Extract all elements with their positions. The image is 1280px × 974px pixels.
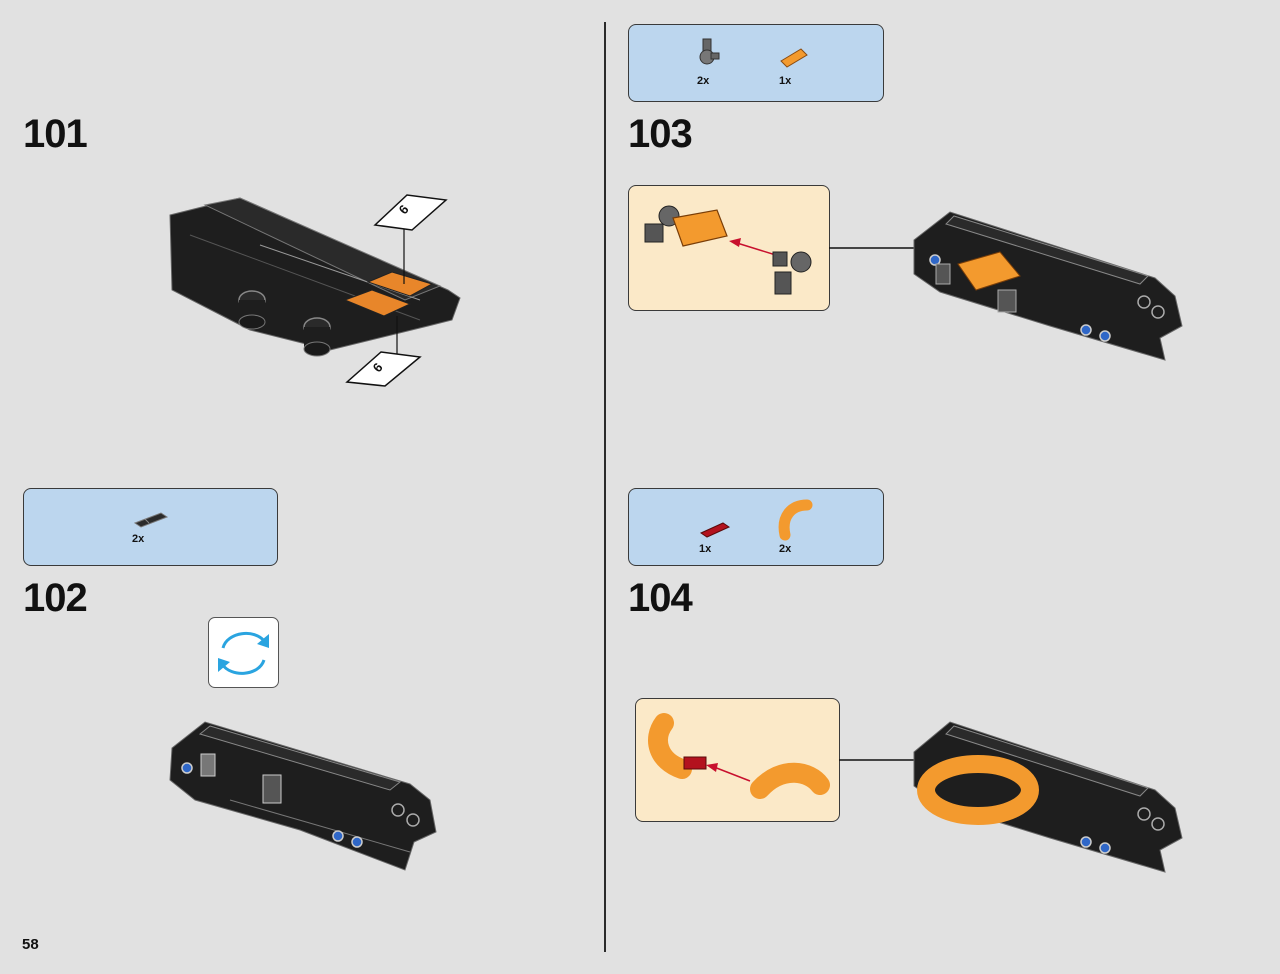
axle-connector-gray-icon (699, 38, 720, 65)
step-number-104: 104 (628, 576, 693, 620)
sub-assembly-callout (635, 698, 840, 822)
part-quantity: 1x (699, 543, 712, 555)
rotate-icon (218, 632, 269, 675)
part-quantity: 2x (697, 75, 710, 87)
part-quantity: 2x (132, 533, 145, 545)
page-divider (604, 22, 606, 952)
curved-tube-orange-icon (778, 499, 813, 541)
parts-list-box: 2x 1x (628, 24, 884, 102)
technic-pin-black-icon (133, 512, 169, 528)
sub-assembly-diagram (648, 713, 830, 799)
sub-assembly-callout (628, 185, 830, 311)
step-number-102: 102 (23, 576, 88, 620)
axle-red-icon (699, 522, 731, 538)
part-quantity: 2x (779, 543, 792, 555)
rotate-instruction-box (208, 617, 279, 688)
step-number-103: 103 (628, 112, 693, 156)
page-number: 58 (22, 936, 39, 953)
parts-list-box: 1x 2x (628, 488, 884, 566)
sticker-label: 6 (369, 359, 386, 376)
tube-orange-icon (780, 48, 808, 68)
part-quantity: 1x (779, 75, 792, 87)
sticker-label: 6 (395, 201, 412, 218)
step-number-101: 101 (23, 112, 88, 156)
parts-list-box: 2x (23, 488, 278, 566)
sub-assembly-diagram (644, 205, 812, 295)
